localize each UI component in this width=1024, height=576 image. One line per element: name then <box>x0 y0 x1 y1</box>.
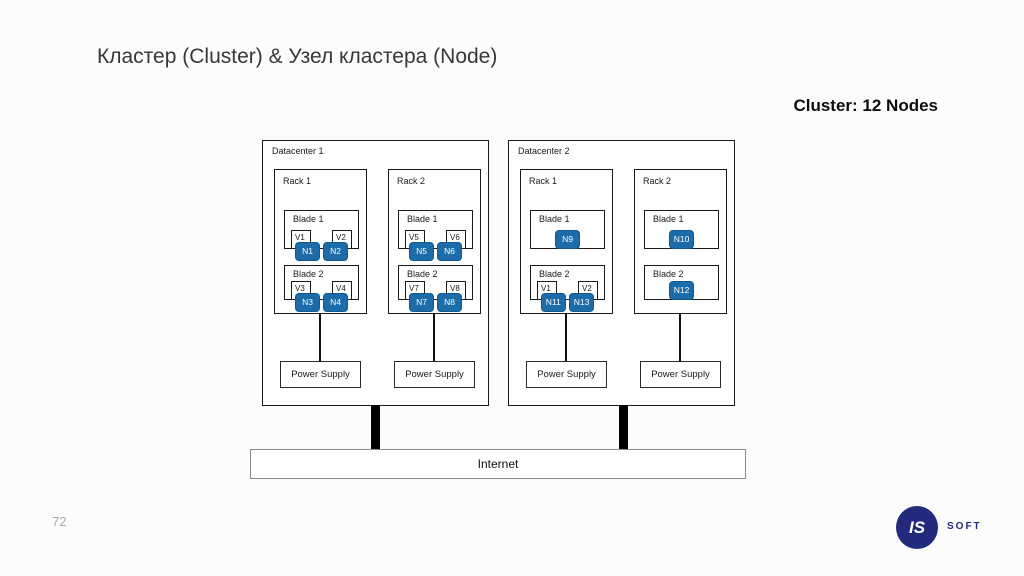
blade-box: Blade 2 V7 V8 N7 N8 <box>398 265 473 312</box>
blade-label: Blade 2 <box>653 269 684 279</box>
cluster-count-note: Cluster: 12 Nodes <box>793 96 938 115</box>
blade-box: Blade 1 V5 V6 N5 N6 <box>398 210 473 261</box>
node-badge: N13 <box>568 293 595 312</box>
datacenter-label: Datacenter 2 <box>518 146 570 156</box>
blade-box: Blade 1 V1 V2 N1 N2 <box>284 210 359 261</box>
rack-label: Rack 2 <box>643 176 672 186</box>
blade-label: Blade 1 <box>539 214 570 224</box>
rack-box: Rack 2 Blade 1 V5 V6 N5 N6 Blade 2 V7 V8… <box>388 169 481 314</box>
blade-label: Blade 1 <box>293 214 324 224</box>
node-badge: N2 <box>323 242 348 261</box>
node-badge: N1 <box>295 242 320 261</box>
page-number: 72 <box>52 514 67 529</box>
node-row: N11 N13 <box>531 293 604 312</box>
datacenter-2-uplink-bar <box>619 405 628 450</box>
rack-label: Rack 1 <box>529 176 558 186</box>
node-badge: N10 <box>668 230 695 249</box>
blade-box: Blade 1 N9 <box>530 210 605 249</box>
datacenter-1-box: Datacenter 1 Rack 1 Blade 1 V1 V2 N1 N2 … <box>262 140 489 406</box>
node-badge: N3 <box>295 293 320 312</box>
node-row: N7 N8 <box>399 293 472 312</box>
datacenter-2-box: Datacenter 2 Rack 1 Blade 1 N9 Blade 2 V… <box>508 140 735 406</box>
blade-label: Blade 1 <box>653 214 684 224</box>
node-row: N1 N2 <box>285 242 358 261</box>
rack-box: Rack 1 Blade 1 V1 V2 N1 N2 Blade 2 V3 V4… <box>274 169 367 314</box>
node-row: N3 N4 <box>285 293 358 312</box>
blade-box: Blade 2 V1 V2 N11 N13 <box>530 265 605 312</box>
rack-box: Rack 1 Blade 1 N9 Blade 2 V1 V2 N11 N13 <box>520 169 613 314</box>
blade-box: Blade 2 V3 V4 N3 N4 <box>284 265 359 312</box>
node-badge: N11 <box>540 293 566 312</box>
power-supply-box: Power Supply <box>640 361 721 388</box>
blade-label: Blade 2 <box>407 269 438 279</box>
internet-bar: Internet <box>250 449 746 479</box>
node-badge: N4 <box>323 293 348 312</box>
blade-label: Blade 2 <box>293 269 324 279</box>
node-row: N10 <box>645 230 718 249</box>
blade-box: Blade 2 N12 <box>644 265 719 300</box>
slide-title: Кластер (Cluster) & Узел кластера (Node) <box>97 45 498 68</box>
node-badge: N8 <box>437 293 462 312</box>
rack-box: Rack 2 Blade 1 N10 Blade 2 N12 <box>634 169 727 314</box>
node-badge: N12 <box>668 281 695 300</box>
rack-label: Rack 2 <box>397 176 426 186</box>
node-badge: N5 <box>409 242 434 261</box>
blade-label: Blade 1 <box>407 214 438 224</box>
node-row: N12 <box>645 281 718 300</box>
issoft-logo-icon: IS <box>896 506 938 549</box>
datacenter-label: Datacenter 1 <box>272 146 324 156</box>
power-connector-line <box>565 314 567 361</box>
power-connector-line <box>679 314 681 361</box>
issoft-logo-wordmark: SOFT <box>947 521 982 532</box>
datacenter-1-uplink-bar <box>371 405 380 450</box>
node-badge: N9 <box>555 230 580 249</box>
power-connector-line <box>319 314 321 361</box>
node-row: N5 N6 <box>399 242 472 261</box>
node-badge: N6 <box>437 242 462 261</box>
power-supply-box: Power Supply <box>394 361 475 388</box>
power-connector-line <box>433 314 435 361</box>
power-supply-box: Power Supply <box>526 361 607 388</box>
node-row: N9 <box>531 230 604 249</box>
rack-label: Rack 1 <box>283 176 312 186</box>
node-badge: N7 <box>409 293 434 312</box>
blade-label: Blade 2 <box>539 269 570 279</box>
power-supply-box: Power Supply <box>280 361 361 388</box>
blade-box: Blade 1 N10 <box>644 210 719 249</box>
